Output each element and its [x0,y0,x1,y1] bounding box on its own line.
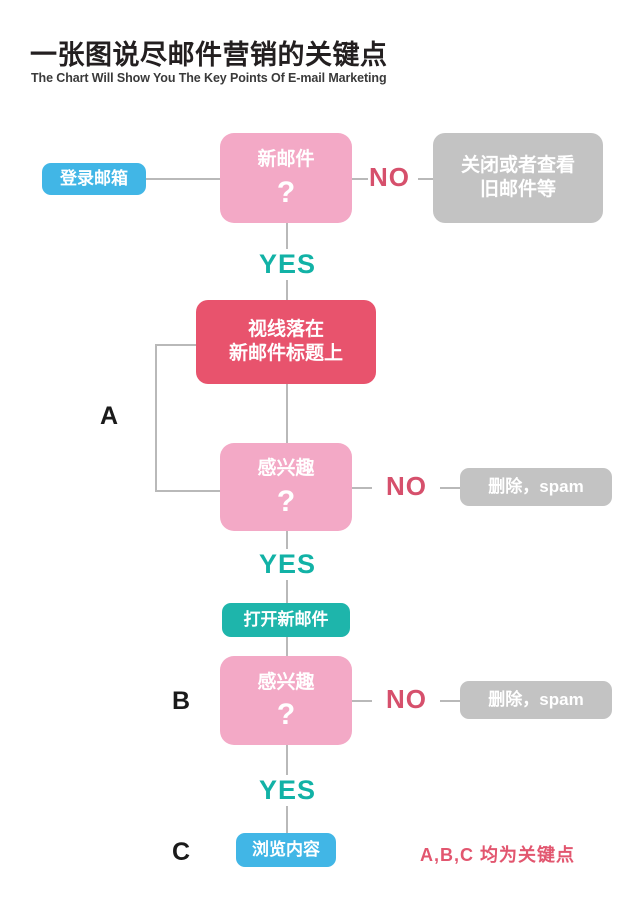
node-new-mail-label: 新邮件 [257,149,315,171]
connector-no-closeold [418,178,434,180]
node-browse[interactable]: 浏览内容 [236,833,336,867]
node-gaze-line2: 新邮件标题上 [228,343,343,364]
node-gaze-line1: 视线落在 [247,319,324,341]
node-delete-a-label: 删除，spam [488,477,584,497]
connector-gaze-interesta [286,384,288,444]
node-interest-a-label: 感兴趣 [257,458,315,480]
node-interest-b[interactable]: 感兴趣 ? [220,656,352,745]
connector-no-deleteb [440,700,460,702]
connector-interestb-no [352,700,372,702]
node-close-old-line1: 关闭或者查看 [460,155,575,177]
connector-no-deletea [440,487,460,489]
connector-newmail-no [350,178,368,180]
node-login[interactable]: 登录邮箱 [42,163,146,195]
edge-label-no-3: NO [386,684,427,714]
node-open-mail-label: 打开新邮件 [243,610,329,630]
node-close-old[interactable]: 关闭或者查看 旧邮件等 [433,133,603,223]
node-interest-b-label: 感兴趣 [257,671,315,693]
node-interest-b-question: ? [276,698,296,732]
node-login-label: 登录邮箱 [60,169,128,189]
edge-label-no-2: NO [386,471,427,501]
connector-openmail-interestb [286,637,288,657]
connector-interesta-no [352,487,372,489]
node-browse-label: 浏览内容 [252,840,320,860]
section-label-b: B [172,687,191,715]
node-close-old-line2: 旧邮件等 [479,179,556,200]
page-title: 一张图说尽邮件营销的关键点 [30,40,388,70]
connector-login-newmail [146,178,222,180]
edge-label-yes-1: YES [250,249,326,280]
section-label-a: A [100,402,119,430]
node-open-mail[interactable]: 打开新邮件 [222,603,350,637]
node-interest-a[interactable]: 感兴趣 ? [220,443,352,531]
node-delete-b-label: 删除，spam [488,690,584,710]
bracket-section-a [155,344,223,492]
node-interest-a-question: ? [276,484,296,518]
edge-label-yes-3: YES [250,775,326,806]
section-label-c: C [172,838,191,866]
node-delete-a[interactable]: 删除，spam [460,468,612,506]
edge-label-yes-2: YES [250,549,326,580]
node-new-mail[interactable]: 新邮件 ? [220,133,352,223]
page-subtitle: The Chart Will Show You The Key Points O… [31,71,387,85]
edge-label-no-1: NO [369,162,410,192]
key-points-annotation: A,B,C 均为关键点 [420,845,575,865]
node-delete-b[interactable]: 删除，spam [460,681,612,719]
node-gaze[interactable]: 视线落在 新邮件标题上 [196,300,376,384]
node-new-mail-question: ? [276,175,296,209]
